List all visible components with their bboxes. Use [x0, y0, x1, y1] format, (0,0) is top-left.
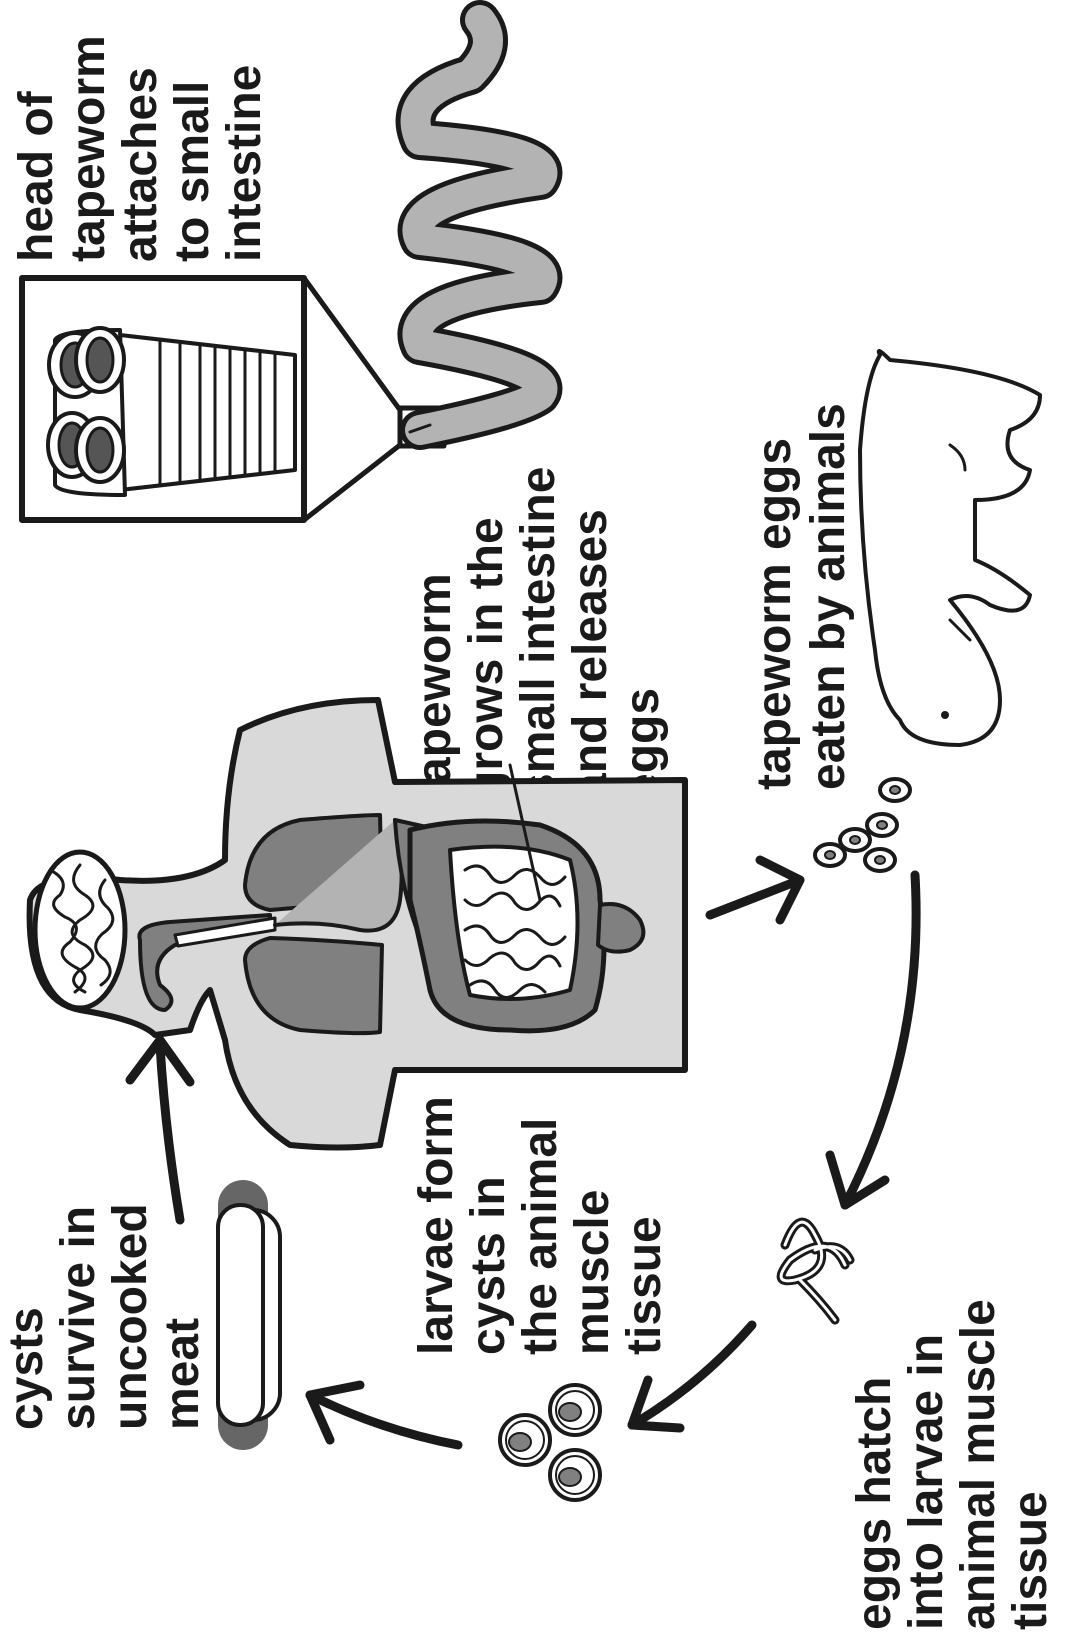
label-eggs-hatch: eggs hatch into larvae in animal muscle …: [848, 1299, 1057, 1630]
label-line: tissue: [1004, 1491, 1057, 1630]
label-line: small intestine: [512, 467, 565, 800]
label-line: meat: [156, 1318, 209, 1430]
label-line: uncooked: [104, 1203, 157, 1430]
label-line: attaches: [114, 67, 167, 262]
label-eggs-eaten: tapeworm eggs eaten by animals: [748, 403, 855, 790]
label-line: tapeworm eggs: [748, 438, 801, 790]
label-line: head of: [10, 90, 63, 262]
label-head-attaches: head of tapeworm attaches to small intes…: [10, 35, 271, 262]
label-line: tapeworm: [62, 35, 115, 262]
label-line: eaten by animals: [802, 403, 855, 790]
tapeworm-head-icon: [22, 278, 444, 520]
label-grows-in-intestine: tapeworm grows in the small intestine an…: [408, 467, 669, 800]
label-line: muscle: [566, 1190, 619, 1355]
larvae-icon: [781, 1222, 850, 1320]
label-line: larvae form: [410, 1096, 463, 1355]
label-line: cysts in: [462, 1176, 515, 1355]
label-line: cysts: [0, 1307, 53, 1430]
label-line: intestine: [218, 65, 271, 262]
label-line: eggs hatch: [848, 1377, 901, 1630]
label-larvae-cysts: larvae form cysts in the animal muscle t…: [410, 1096, 671, 1355]
label-line: animal muscle: [952, 1299, 1005, 1630]
label-line: tissue: [618, 1216, 671, 1355]
brain-icon: [35, 852, 125, 1008]
egg-cluster-icon: [815, 779, 910, 871]
label-cysts-survive: cysts survive in uncooked meat: [0, 1203, 209, 1430]
tapeworm-icon: [410, 20, 543, 432]
label-line: the animal: [514, 1118, 567, 1355]
label-line: into larvae in: [900, 1334, 953, 1630]
pig-icon: [860, 351, 1040, 745]
label-line: survive in: [52, 1206, 105, 1430]
label-line: and releases: [564, 509, 617, 800]
label-line: grows in the: [460, 517, 513, 800]
label-line: to small: [166, 81, 219, 262]
label-line: tapeworm: [408, 573, 461, 800]
cyst-icon: [500, 1385, 600, 1500]
meat-icon: [218, 1180, 280, 1450]
